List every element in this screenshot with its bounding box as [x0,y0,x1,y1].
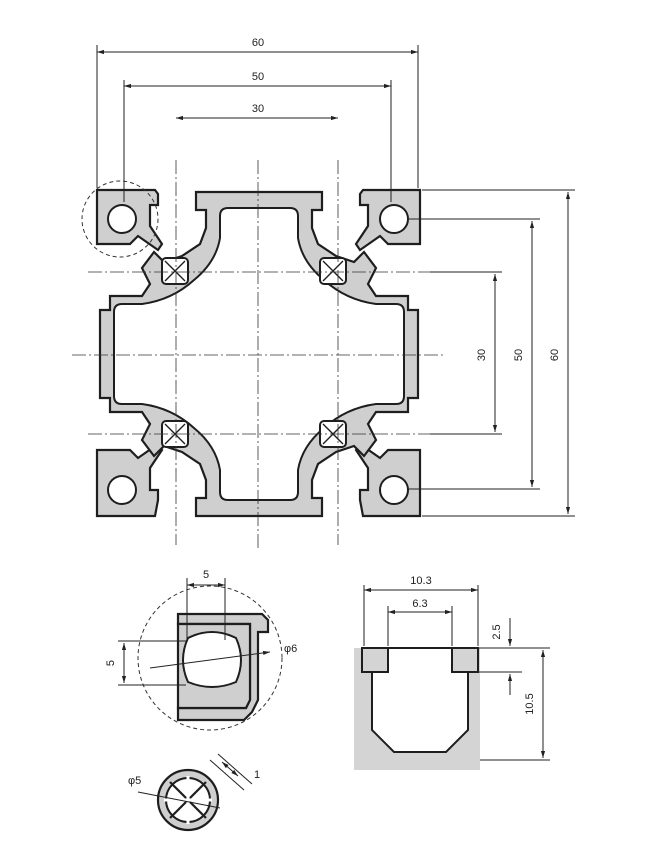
center-lines [72,160,445,550]
detail-core-dim-web: 1 [254,769,260,781]
dim-right-50: 50 [513,349,525,361]
detail-corner-dim-width: 5 [203,569,209,581]
dim-top-50: 50 [252,71,264,83]
right-dimensions: 60 50 30 [408,189,575,517]
corner-hole-top-right [379,204,409,234]
dim-right-30: 30 [476,349,488,361]
corner-hole-top-left [107,204,137,234]
node-top-right [319,257,347,285]
top-dimensions: 60 50 30 [96,37,419,202]
detail-slot-dim-lip: 2.5 [491,624,503,639]
corner-hole-bottom-left [107,475,137,505]
dim-top-60: 60 [252,37,264,49]
detail-core-dim-diameter: φ5 [128,775,141,787]
detail-slot-view: 10.3 6.3 2.5 10.5 [354,575,550,770]
detail-corner-dim-height: 5 [105,660,117,666]
dim-right-60: 60 [549,349,561,361]
detail-corner-dim-diameter: φ6 [284,643,297,655]
central-cavity [113,207,405,501]
detail-slot-dim-depth: 10.5 [524,693,536,714]
detail-corner-view: 5 5 φ6 [105,569,297,731]
detail-core-view: φ5 1 [128,753,260,832]
main-profile-view: 60 50 30 60 50 30 [72,37,575,550]
detail-callout-circle [81,180,159,258]
node-top-left [161,257,189,285]
detail-slot-dim-outer: 10.3 [410,575,431,587]
detail-slot-dim-inner: 6.3 [412,598,427,610]
dim-top-30: 30 [252,103,264,115]
corner-hole-bottom-right [379,475,409,505]
